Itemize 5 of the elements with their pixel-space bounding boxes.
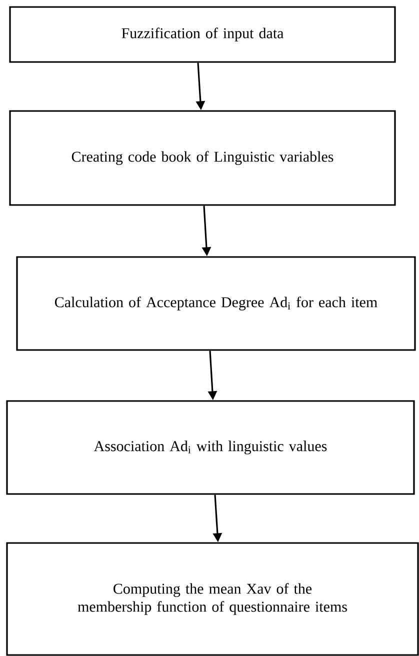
process-box: Creating code book of Linguistic variables [9, 110, 396, 206]
process-box: Association Ad$_{i}$ with linguistic values [6, 400, 415, 495]
process-box: Fuzzification of input data [9, 6, 396, 63]
process-box: Calculation of Acceptance Degree Ad$_{i}$ for each item [16, 256, 416, 351]
process-box: Computing the mean Xav of the membership function of questionnaire items [6, 542, 419, 656]
